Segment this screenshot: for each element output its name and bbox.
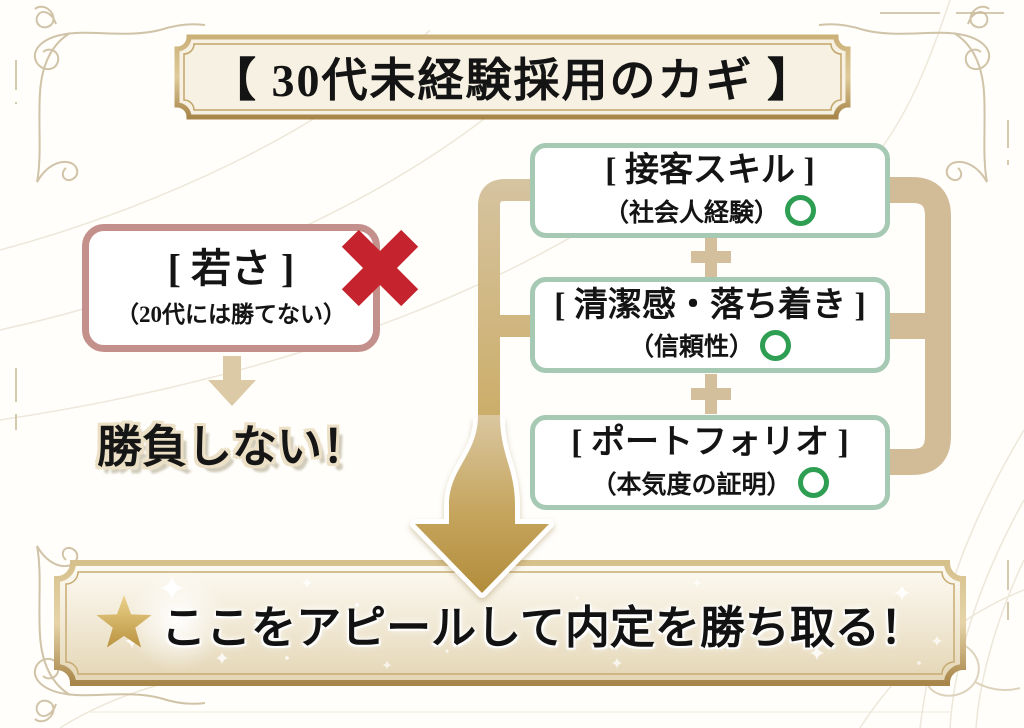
strength-note-3: （本気度の証明） [591,471,792,499]
page-title: 【 30代未経験採用のカギ 】 [210,55,815,106]
title-frame: 【 30代未経験採用のカギ 】 [173,33,852,121]
star-icon [96,595,152,648]
strength-box-2: [ 清潔感・落ち着き ] （信頼性） [530,277,890,373]
strength-heading-3: [ ポートフォリオ ] [571,424,849,462]
success-circle-icon [760,329,791,361]
strength-heading-1: [ 接客スキル ] [605,152,815,190]
weakness-box: [ 若さ ] （20代には勝てない） [82,224,380,352]
plus-icon [691,237,731,277]
plus-icon [691,374,731,414]
weakness-heading: [ 若さ ] [167,246,295,291]
strength-note-1: （社会人経験） [603,199,779,227]
strength-box-1: [ 接客スキル ] （社会人経験） [530,143,890,238]
strength-heading-2: [ 清潔感・落ち着き ] [554,286,866,324]
banner-content: ここをアピールして内定を勝ち取る！ [57,563,963,683]
success-circle-icon [785,195,816,227]
strength-note-2: （信頼性） [628,334,754,362]
conclusion-text: 勝負しない！ [96,422,367,472]
weakness-note: （20代には勝てない） [116,302,346,327]
success-circle-icon [797,467,829,499]
x-mark-icon [341,229,419,307]
down-arrow-icon [208,356,256,406]
banner-text: ここをアピールして内定を勝ち取る！ [161,602,925,653]
strength-box-3: [ ポートフォリオ ] （本気度の証明） [530,415,890,510]
